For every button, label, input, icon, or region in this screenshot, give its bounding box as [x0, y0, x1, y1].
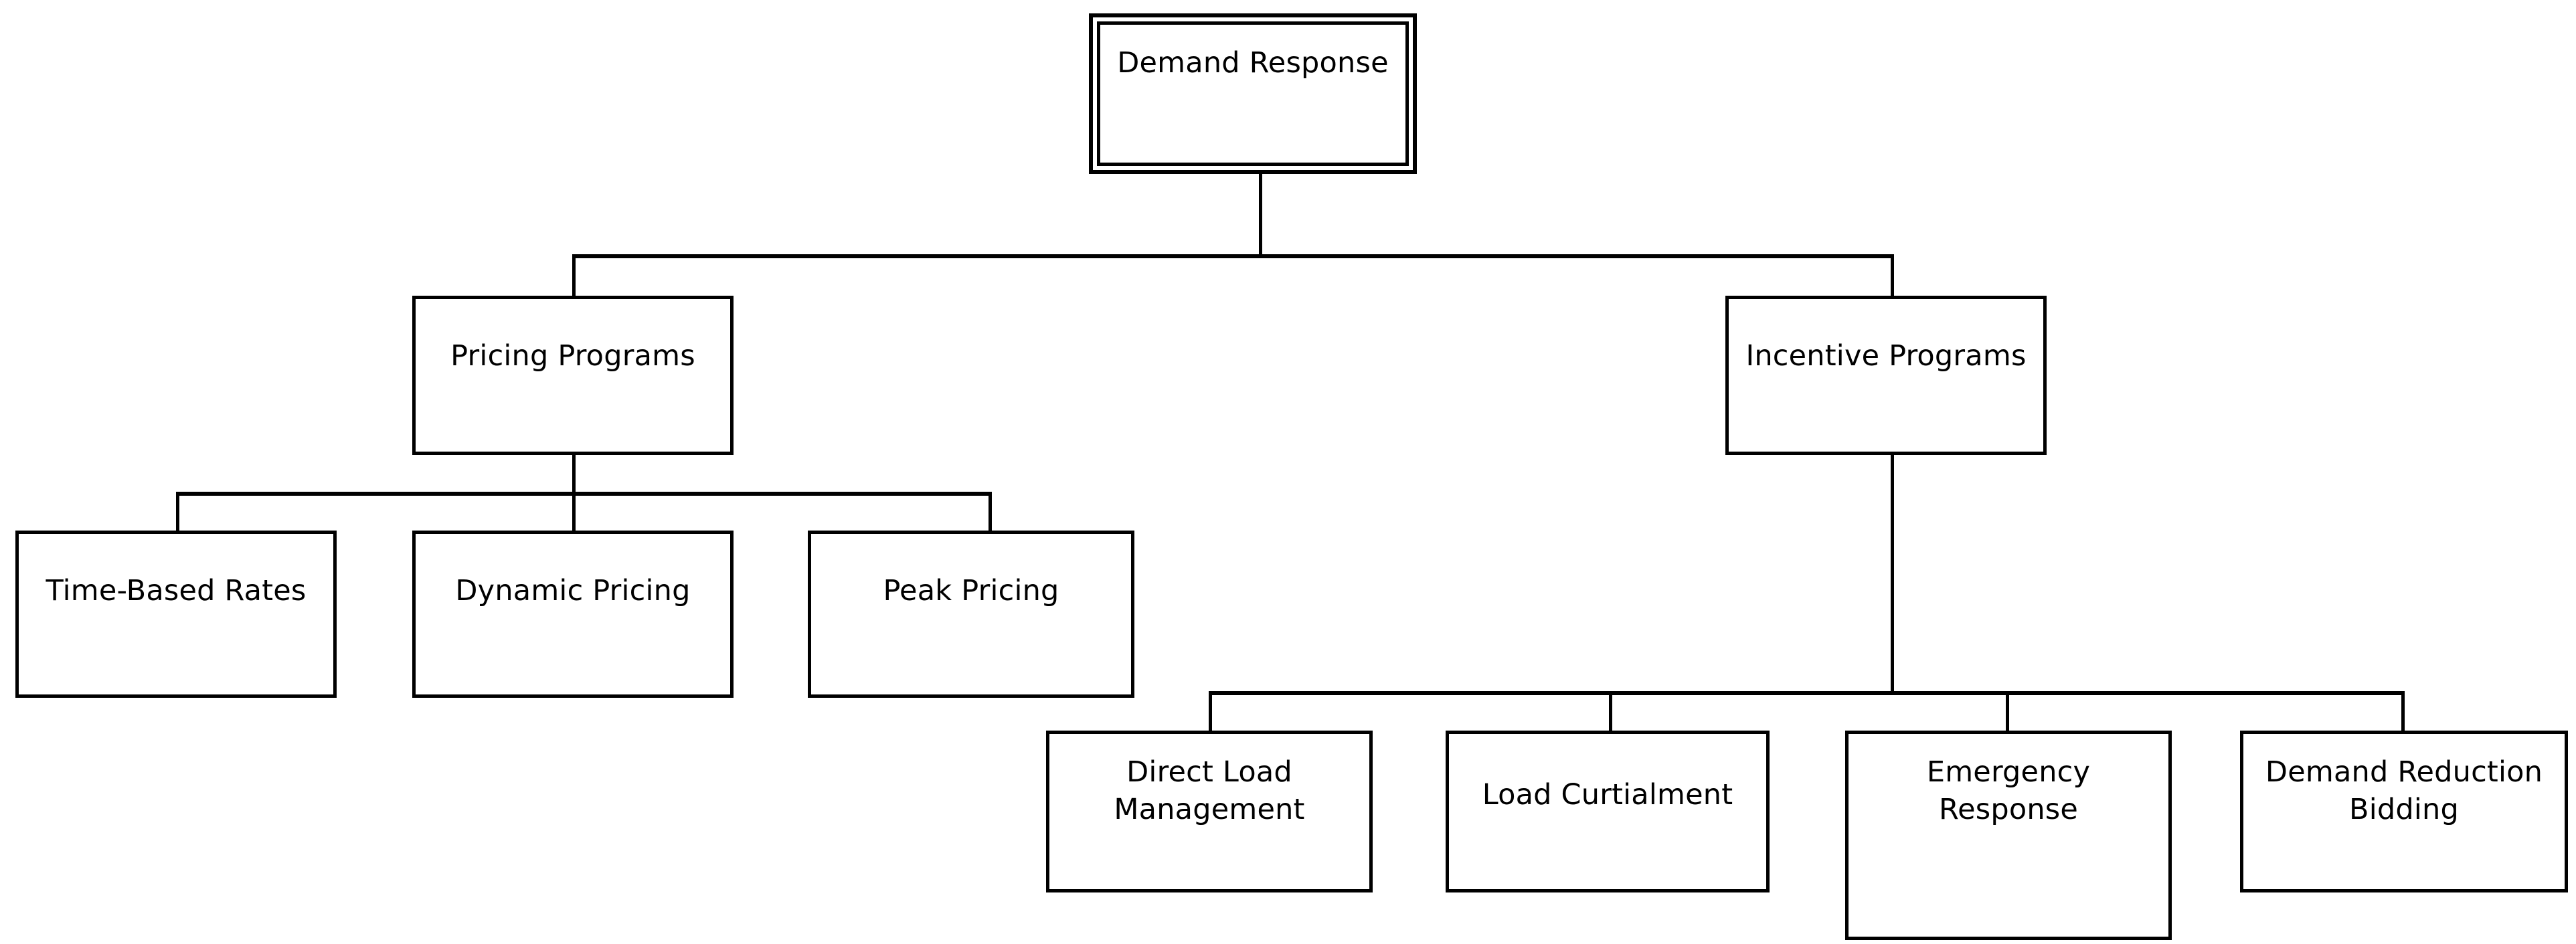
- edge-incentive-stem: [1891, 453, 1894, 693]
- node-label-time-based-rates: Time-Based Rates: [46, 574, 307, 607]
- node-label-incentive-programs: Incentive Programs: [1745, 339, 2027, 373]
- node-demand-reduction-bidding[interactable]: Demand Reduction Bidding: [2240, 731, 2568, 892]
- node-dynamic-pricing[interactable]: Dynamic Pricing: [412, 531, 734, 698]
- edge-to-incentive-programs: [1891, 254, 1894, 298]
- node-label-dynamic-pricing: Dynamic Pricing: [455, 574, 691, 607]
- node-label-demand-response: Demand Response: [1117, 46, 1389, 80]
- edge-to-emergency-response: [2006, 691, 2009, 733]
- node-direct-load-management[interactable]: Direct Load Management: [1046, 731, 1373, 892]
- node-load-curtialment[interactable]: Load Curtialment: [1446, 731, 1770, 892]
- node-time-based-rates[interactable]: Time-Based Rates: [15, 531, 337, 698]
- edge-to-pricing-programs: [572, 254, 576, 298]
- edge-pricing-children-bus: [176, 492, 992, 496]
- node-demand-response[interactable]: Demand Response: [1089, 13, 1417, 174]
- node-label-direct-load-management: Direct Load Management: [1114, 755, 1305, 826]
- edge-incentive-children-bus: [1209, 691, 2405, 695]
- edge-to-demand-reduction-bidding: [2401, 691, 2405, 733]
- node-label-emergency-response: Emergency Response: [1926, 755, 2091, 826]
- node-label-demand-reduction-bidding: Demand Reduction Bidding: [2265, 755, 2543, 826]
- node-pricing-programs[interactable]: Pricing Programs: [412, 296, 734, 455]
- edge-to-peak-pricing: [989, 492, 992, 532]
- node-label-load-curtialment: Load Curtialment: [1482, 778, 1733, 812]
- root-inner-frame: Demand Response: [1097, 21, 1409, 166]
- node-incentive-programs[interactable]: Incentive Programs: [1725, 296, 2047, 455]
- edge-pricing-stem: [572, 453, 576, 493]
- edge-level2-bus: [572, 254, 1894, 258]
- edge-to-time-based-rates: [176, 492, 179, 532]
- node-peak-pricing[interactable]: Peak Pricing: [808, 531, 1134, 698]
- edge-root-stem: [1259, 173, 1262, 256]
- edge-to-dynamic-pricing: [572, 492, 576, 532]
- edge-to-load-curtialment: [1609, 691, 1612, 733]
- node-label-pricing-programs: Pricing Programs: [450, 339, 695, 373]
- node-emergency-response[interactable]: Emergency Response: [1845, 731, 2172, 940]
- edge-to-direct-load-management: [1209, 691, 1212, 733]
- node-label-peak-pricing: Peak Pricing: [883, 574, 1059, 607]
